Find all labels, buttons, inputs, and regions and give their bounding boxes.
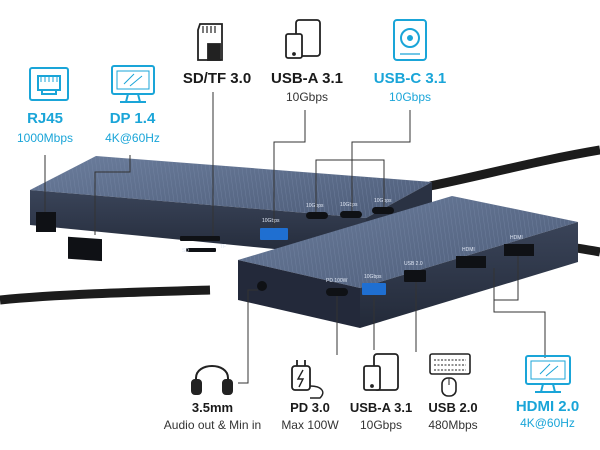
label-dp: DP 1.4 4K@60Hz [95,110,170,145]
label-usba-bottom: USB-A 3.1 10Gbps [345,400,417,432]
phone-tablet-icon-bottom [363,353,399,391]
usbc-sub: 10Gbps [388,90,432,104]
ethernet-icon [29,67,69,101]
usbc-title: USB-C 3.1 [373,70,447,87]
mark-top-10g-1: 10Gbps [306,203,324,209]
usb-c-port-3 [372,207,394,214]
usb-a-port-top [260,228,288,240]
cable-left [0,285,211,305]
rj45-port [36,212,56,232]
pd-port [326,288,348,296]
mark-sd: SD [182,248,189,254]
bottom-hub-front [238,260,360,328]
mark-usb20: USB 2.0 [404,261,423,267]
usb-c-port-2 [340,211,362,218]
label-hdmi: HDMI 2.0 4K@60Hz [505,398,590,430]
phone-tablet-icon [285,19,321,59]
label-pd: PD 3.0 Max 100W [275,400,345,432]
usba-bottom-sub: 10Gbps [359,418,403,432]
usba-top-sub: 10Gbps [285,90,329,104]
usb2-port [404,270,426,282]
label-usb2: USB 2.0 480Mbps [418,400,488,432]
usb-a-port-bottom [362,283,386,295]
sd-card-icon [197,23,223,61]
top-hub-front [30,190,366,258]
dp-port [68,236,102,262]
label-usba-top: USB-A 3.1 10Gbps [262,70,352,104]
label-sdtf: SD/TF 3.0 [172,70,262,87]
hdmi-title: HDMI 2.0 [515,398,580,415]
usba-bottom-title: USB-A 3.1 [349,400,413,415]
mark-pd100w: PD 100W [326,278,348,284]
label-rj45: RJ45 1000Mbps [10,110,80,145]
label-usbc: USB-C 3.1 10Gbps [360,70,460,104]
usb2-title: USB 2.0 [428,400,478,415]
bottom-hub-ribs [238,196,578,288]
leader-dp [94,155,131,235]
sdtf-title: SD/TF 3.0 [182,70,252,87]
hdmi-monitor-icon [525,355,571,393]
dp-title: DP 1.4 [109,110,156,127]
pd-sub: Max 100W [281,418,339,432]
dp-sub: 4K@60Hz [105,131,160,145]
mark-top-10g-3: 10Gbps [374,198,392,204]
mark-hdmi-1: HDMI [462,247,475,253]
pd-title: PD 3.0 [290,400,330,415]
monitor-icon [111,65,155,103]
usba-top-title: USB-A 3.1 [271,70,343,87]
mark-top-usba-10g: 10Gbps [262,218,280,224]
audio-jack [257,281,267,291]
hdmi-port-1 [456,256,486,268]
leader-usba-top [273,110,306,228]
hdmi-port-2 [504,244,534,256]
leader-lines [44,92,546,384]
mark-top-10g-2: 10Gbps [340,202,358,208]
mark-tf: TF [220,244,226,250]
audio-sub: Audio out & Min in [163,418,262,432]
leader-usbc [315,110,411,212]
usb2-sub: 480Mbps [428,418,478,432]
charger-icon [291,360,324,399]
hard-drive-icon [393,19,427,61]
tf-slot [186,248,216,252]
keyboard-mouse-icon [429,353,471,397]
hdmi-sub: 4K@60Hz [520,416,575,430]
rj45-sub: 1000Mbps [16,131,74,145]
usb-c-port-1 [306,212,328,219]
audio-title: 3.5mm [191,400,234,415]
leader-audio [238,289,258,384]
rj45-title: RJ45 [27,110,63,127]
sd-slot [180,236,220,241]
headphones-icon [191,365,233,395]
label-audio: 3.5mm Audio out & Min in [155,400,270,432]
cable-top [429,145,600,191]
mark-bottom-10g: 10Gbps [364,274,382,280]
leader-hdmi [493,256,546,358]
bottom-hub [238,196,578,328]
mark-hdmi-2: HDMI [510,235,523,241]
